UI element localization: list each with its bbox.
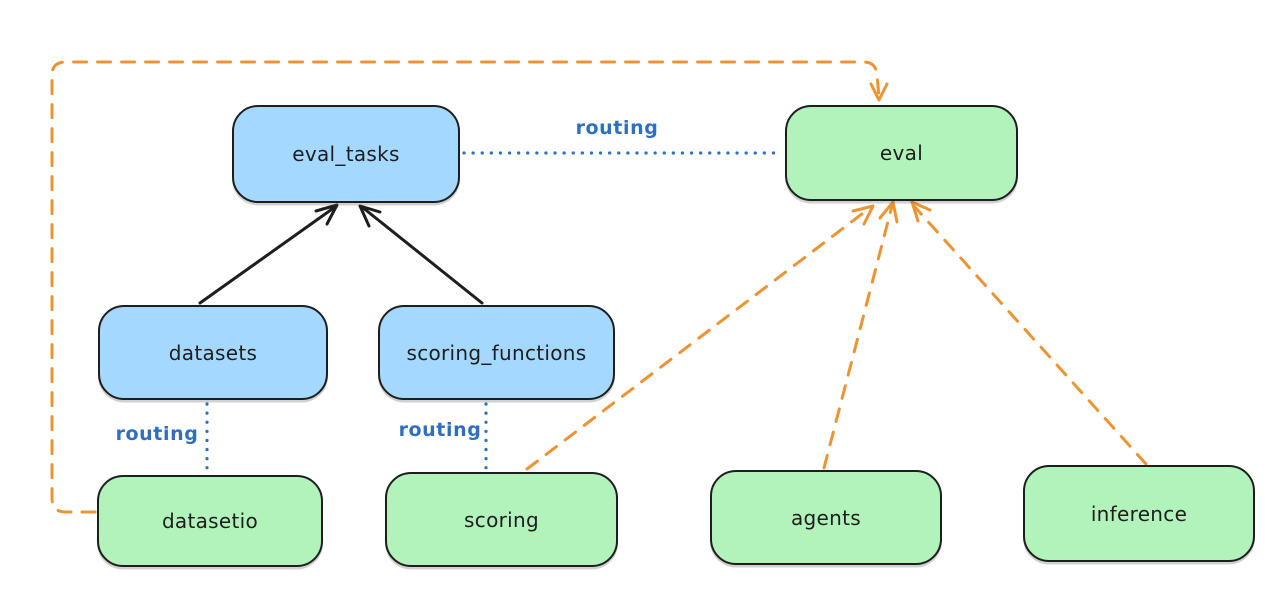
routing-label-datasets-datasetio: routing [115, 423, 199, 445]
node-label: scoring [464, 507, 539, 532]
arrowhead [869, 82, 889, 102]
node-datasets: datasets [98, 305, 328, 400]
node-agents: agents [710, 470, 942, 565]
node-eval-tasks: eval_tasks [232, 105, 460, 203]
node-datasetio: datasetio [97, 475, 323, 567]
arrowhead [910, 200, 932, 223]
node-eval: eval [785, 105, 1018, 201]
node-label: eval [879, 141, 924, 165]
edge-inference-eval [910, 200, 1148, 466]
arrowhead [851, 204, 875, 226]
edge-datasets-eval-tasks [198, 203, 339, 305]
routing-label-scoring-functions-scoring: routing [398, 419, 482, 441]
node-label: inference [1090, 501, 1188, 526]
node-label: eval_tasks [292, 142, 400, 166]
node-scoring: scoring [385, 472, 618, 567]
edge-scoring-functions-eval-tasks [358, 204, 484, 305]
edge-scoring-eval [525, 204, 875, 471]
edge-agents-eval [822, 200, 899, 470]
arrowhead [878, 200, 899, 224]
node-scoring-functions: scoring_functions [378, 305, 615, 400]
node-label: scoring_functions [406, 340, 587, 365]
node-label: datasetio [161, 509, 259, 533]
node-inference: inference [1023, 465, 1255, 562]
routing-label-eval-tasks-eval: routing [575, 117, 659, 139]
edge-datasetio-eval [50, 60, 889, 514]
arrowhead [314, 203, 339, 226]
node-label: datasets [168, 340, 258, 365]
node-label: agents [791, 505, 861, 530]
arrowhead [358, 204, 382, 228]
